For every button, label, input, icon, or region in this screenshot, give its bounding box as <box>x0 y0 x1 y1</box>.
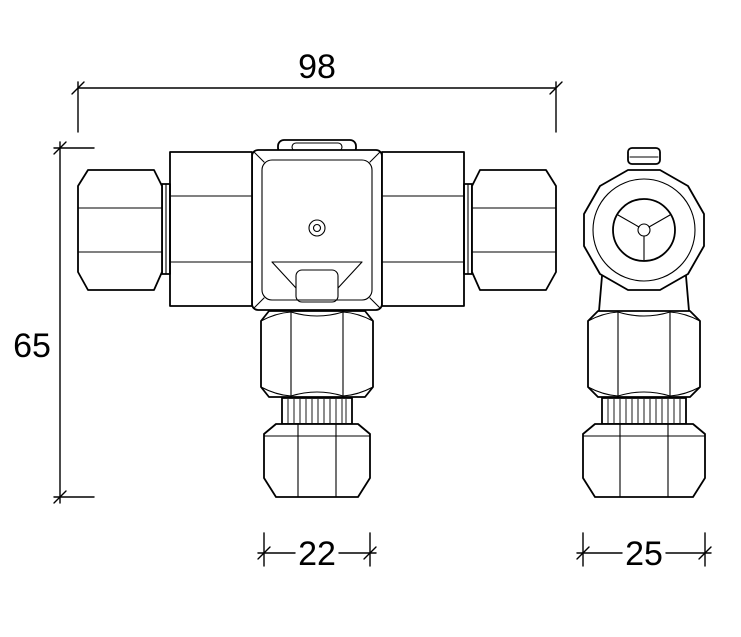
left-seal-washer <box>161 183 171 275</box>
right-cable-gland <box>471 169 557 291</box>
side-circular-face <box>583 169 705 291</box>
side-compression-ring <box>601 397 687 425</box>
left-hex-body <box>169 151 253 307</box>
side-neck <box>598 275 690 312</box>
dim-label-front-gland-width: 22 <box>298 535 336 573</box>
side-view <box>582 147 706 498</box>
dim-label-overall-height: 65 <box>13 327 51 365</box>
dim-overall-height: 65 <box>13 141 95 504</box>
front-compression-ring <box>281 397 353 425</box>
tri-slot-mark <box>617 214 671 261</box>
side-hex-nut <box>587 310 701 398</box>
dim-overall-width: 98 <box>71 48 563 133</box>
dim-front-gland-width: 22 <box>257 532 377 573</box>
t-pocket <box>271 261 363 303</box>
left-cable-gland <box>77 169 163 291</box>
side-knurl-hatch <box>607 399 681 423</box>
dim-label-side-gland-width: 25 <box>625 535 663 573</box>
bottom-hex-nut <box>260 310 374 398</box>
side-top-tab <box>627 147 661 165</box>
center-body <box>251 149 383 311</box>
dim-label-overall-width: 98 <box>298 48 336 86</box>
side-bottom-cable-gland <box>582 423 706 498</box>
center-screw-hole <box>308 219 326 237</box>
front-view <box>77 139 557 498</box>
right-seal-washer <box>463 183 473 275</box>
dim-side-gland-width: 25 <box>576 532 712 573</box>
front-knurl-hatch <box>287 399 347 423</box>
bottom-cable-gland <box>263 423 371 498</box>
right-hex-body <box>381 151 465 307</box>
